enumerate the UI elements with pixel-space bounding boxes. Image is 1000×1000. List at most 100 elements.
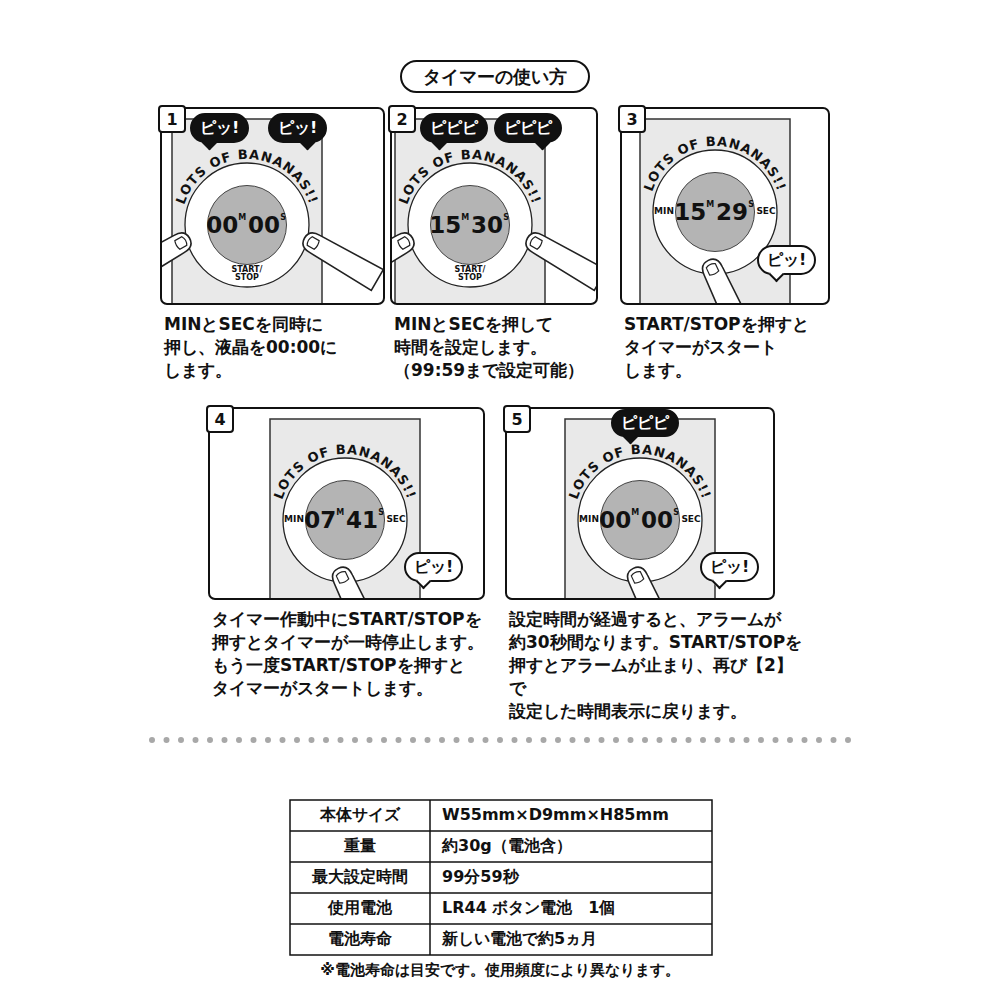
- step-number: 5: [503, 405, 531, 433]
- table-rule: [290, 830, 712, 832]
- display-digits: 00: [206, 212, 238, 238]
- sound-bubble: ピピピ: [420, 113, 488, 143]
- display-digits: M: [461, 213, 469, 222]
- step-caption: START/STOPを押すと タイマーがスタート します。: [624, 313, 924, 382]
- finger: [162, 228, 195, 291]
- table-cell: 重量: [344, 836, 376, 856]
- display-digits: 00: [599, 507, 631, 533]
- sound-bubble: ピッ!: [757, 245, 816, 275]
- timer-display: 15M30S: [430, 185, 510, 265]
- finger: [697, 255, 754, 303]
- step-number-text: 3: [626, 110, 637, 129]
- display-digits: 15: [429, 212, 461, 238]
- timer-display: 07M41S: [305, 480, 385, 560]
- title-pill: タイマーの使い方: [400, 60, 590, 93]
- finger: [622, 563, 679, 598]
- display-digits: S: [378, 508, 384, 517]
- table-rule: [429, 800, 431, 955]
- step-number-text: 2: [396, 110, 407, 129]
- timer-ring: [185, 163, 309, 287]
- step-number-text: 4: [214, 410, 225, 429]
- timer-body: [395, 119, 545, 303]
- display-digits: M: [631, 508, 639, 517]
- panel-art: [565, 419, 715, 598]
- sound-text: ピッ!: [200, 118, 239, 139]
- display-digits: 15: [674, 199, 706, 225]
- button-label: MIN: [579, 514, 599, 525]
- sound-bubble: ピッ!: [700, 552, 759, 582]
- step-panel: MINとSECを押して 時間を設定します。 （99:59まで設定可能）2ピピピピ…: [390, 107, 598, 305]
- table-cell: W55mm×D9mm×H85mm: [442, 805, 669, 825]
- step-number: 3: [618, 105, 646, 133]
- finger: [327, 563, 384, 598]
- timer-ring: [283, 458, 407, 582]
- display-digits: M: [336, 508, 344, 517]
- panel-art: [640, 119, 790, 303]
- table-cell: 使用電池: [328, 898, 392, 918]
- panel-art: [392, 119, 596, 303]
- panel-art: [270, 419, 420, 598]
- sound-text: ピッ!: [414, 557, 453, 578]
- table-cell: 本体サイズ: [320, 805, 400, 825]
- button-label: SEC: [386, 514, 405, 525]
- title-text: タイマーの使い方: [423, 65, 567, 89]
- table-cell: 新しい電池で約5ヵ月: [442, 929, 597, 949]
- step-caption: 設定時間が経過すると、アラームが 約30秒間なります。START/STOPを 押…: [509, 608, 809, 724]
- step-panel: START/STOPを押すと タイマーがスタート します。315M29Sピッ!: [620, 107, 830, 305]
- display-digits: 30: [471, 212, 503, 238]
- spec-table-grid: [290, 800, 712, 955]
- button-label: MIN: [654, 206, 674, 217]
- sound-text: ピピピ: [621, 413, 669, 434]
- timer-body: [172, 119, 322, 303]
- finger: [299, 228, 383, 291]
- table-rule: [290, 923, 712, 925]
- timer-ring: [578, 458, 702, 582]
- sound-bubble: ピピピ: [494, 113, 562, 143]
- finger: [392, 228, 418, 291]
- display-digits: S: [503, 213, 509, 222]
- finger: [522, 228, 596, 291]
- sound-text: ピッ!: [278, 118, 317, 139]
- table-cell: 最大設定時間: [312, 867, 408, 887]
- sound-bubble: ピッ!: [268, 113, 327, 143]
- display-digits: 07: [304, 507, 336, 533]
- step-number: 4: [206, 405, 234, 433]
- step-number: 2: [388, 105, 416, 133]
- timer-display: 15M29S: [675, 172, 755, 252]
- table-cell: 電池寿命: [328, 929, 392, 949]
- step-caption: タイマー作動中にSTART/STOPを 押すとタイマーが一時停止します。 もう一…: [212, 608, 512, 700]
- table-cell: LR44 ボタン電池 1個: [442, 898, 615, 918]
- display-digits: S: [280, 213, 286, 222]
- table-cell: 約30g（電池含）: [442, 836, 572, 856]
- button-label: MIN: [284, 514, 304, 525]
- sound-text: ピピピ: [430, 118, 478, 139]
- button-label: START/ STOP: [228, 266, 266, 283]
- step-panel: タイマー作動中にSTART/STOPを 押すとタイマーが一時停止します。 もう一…: [208, 407, 485, 600]
- timer-ring: [408, 163, 532, 287]
- sound-bubble: ピピピ: [611, 409, 679, 437]
- sound-text: ピッ!: [710, 557, 749, 578]
- display-digits: 29: [716, 199, 748, 225]
- timer-display: 00M00S: [600, 480, 680, 560]
- timer-display: 00M00S: [207, 185, 287, 265]
- table-cell: 99分59秒: [442, 867, 519, 887]
- footnote: ※電池寿命は目安です。使用頻度により異なります。: [320, 961, 680, 980]
- display-digits: S: [748, 200, 754, 209]
- step-panel: 設定時間が経過すると、アラームが 約30秒間なります。START/STOPを 押…: [505, 407, 775, 600]
- button-label: START/ STOP: [451, 266, 489, 283]
- sound-text: ピッ!: [767, 250, 806, 271]
- sound-text: ピピピ: [504, 118, 552, 139]
- display-digits: S: [673, 508, 679, 517]
- display-digits: 00: [641, 507, 673, 533]
- button-label: SEC: [681, 514, 700, 525]
- step-panel: MINとSECを同時に 押し、液晶を00:00に します。1ピッ!ピッ!00M0…: [160, 107, 385, 305]
- table-rule: [290, 892, 712, 894]
- panel-art: [162, 119, 383, 303]
- dotted-separator: [152, 737, 850, 743]
- step-number-text: 5: [511, 410, 522, 429]
- step-number: 1: [158, 105, 186, 133]
- table-border: [290, 800, 712, 955]
- display-digits: 41: [346, 507, 378, 533]
- display-digits: M: [238, 213, 246, 222]
